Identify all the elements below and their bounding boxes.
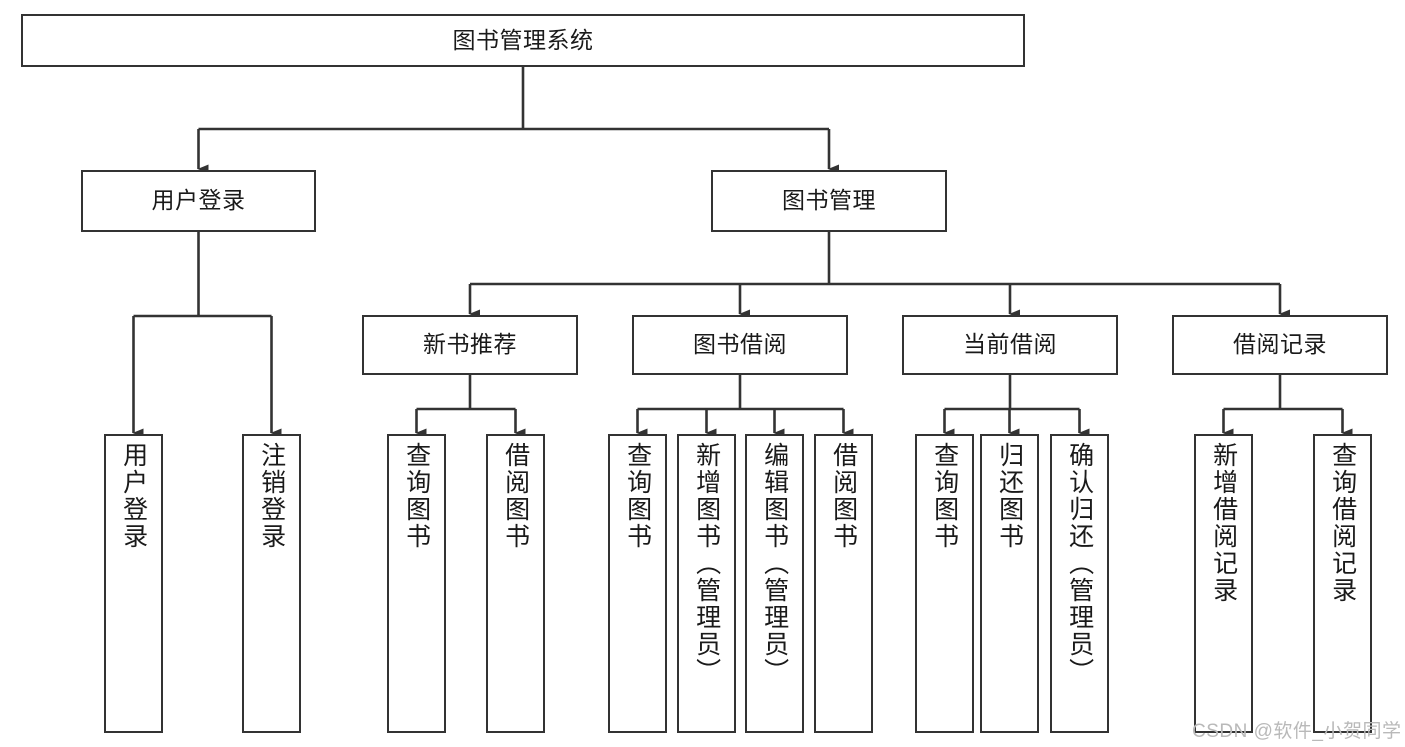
node-new-book-recommend[interactable]: 新书推荐	[362, 315, 578, 375]
leaf-borrow-book-2-label: 借阅图书	[829, 442, 858, 550]
leaf-query-borrow-record[interactable]: 查询借阅记录	[1313, 434, 1372, 733]
leaf-edit-book[interactable]: 编辑图书（管理员）	[745, 434, 804, 733]
leaf-return-book[interactable]: 归还图书	[980, 434, 1039, 733]
leaf-confirm-return-label: 确认归还（管理员）	[1065, 442, 1094, 685]
leaf-query-book-2-label: 查询图书	[623, 442, 652, 550]
node-borrow-record-label: 借阅记录	[1233, 331, 1327, 358]
node-current-borrow[interactable]: 当前借阅	[902, 315, 1118, 375]
leaf-borrow-book-2[interactable]: 借阅图书	[814, 434, 873, 733]
leaf-logout[interactable]: 注销登录	[242, 434, 301, 733]
node-user-login[interactable]: 用户登录	[81, 170, 316, 232]
leaf-query-book-1[interactable]: 查询图书	[387, 434, 446, 733]
node-book-manage-label: 图书管理	[782, 187, 876, 214]
leaf-edit-book-label: 编辑图书（管理员）	[760, 442, 789, 685]
leaf-add-book-label: 新增图书（管理员）	[692, 442, 721, 685]
leaf-return-book-label: 归还图书	[995, 442, 1024, 550]
leaf-logout-label: 注销登录	[257, 442, 286, 550]
node-current-borrow-label: 当前借阅	[963, 331, 1057, 358]
leaf-add-borrow-record[interactable]: 新增借阅记录	[1194, 434, 1253, 733]
node-root-label: 图书管理系统	[452, 26, 594, 53]
node-root[interactable]: 图书管理系统	[21, 14, 1025, 67]
leaf-query-book-2[interactable]: 查询图书	[608, 434, 667, 733]
node-book-borrow[interactable]: 图书借阅	[632, 315, 848, 375]
leaf-query-book-1-label: 查询图书	[402, 442, 431, 550]
leaf-user-login[interactable]: 用户登录	[104, 434, 163, 733]
node-new-book-recommend-label: 新书推荐	[423, 331, 517, 358]
node-user-login-label: 用户登录	[151, 187, 246, 214]
leaf-user-login-label: 用户登录	[119, 442, 148, 550]
leaf-borrow-book-1-label: 借阅图书	[501, 442, 530, 550]
node-borrow-record[interactable]: 借阅记录	[1172, 315, 1388, 375]
leaf-query-book-3[interactable]: 查询图书	[915, 434, 974, 733]
node-book-manage[interactable]: 图书管理	[711, 170, 947, 232]
leaf-add-book[interactable]: 新增图书（管理员）	[677, 434, 736, 733]
leaf-query-borrow-record-label: 查询借阅记录	[1328, 442, 1357, 604]
leaf-query-book-3-label: 查询图书	[930, 442, 959, 550]
leaf-confirm-return[interactable]: 确认归还（管理员）	[1050, 434, 1109, 733]
node-book-borrow-label: 图书借阅	[693, 331, 787, 358]
leaf-add-borrow-record-label: 新增借阅记录	[1209, 442, 1238, 604]
leaf-borrow-book-1[interactable]: 借阅图书	[486, 434, 545, 733]
